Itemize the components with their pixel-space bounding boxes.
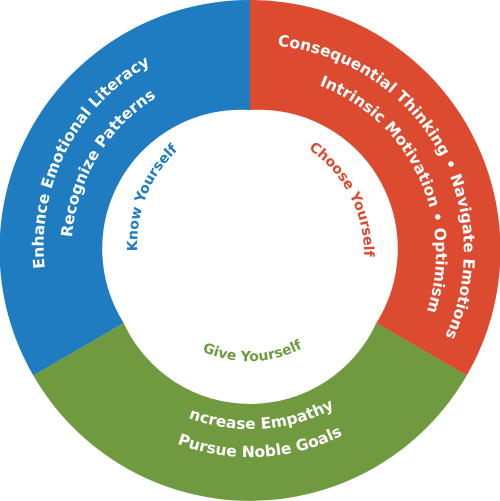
give-yourself-segment	[33, 323, 467, 501]
know-yourself-segment	[0, 0, 250, 376]
choose-yourself-segment	[250, 0, 500, 376]
center-circle	[111, 111, 389, 389]
